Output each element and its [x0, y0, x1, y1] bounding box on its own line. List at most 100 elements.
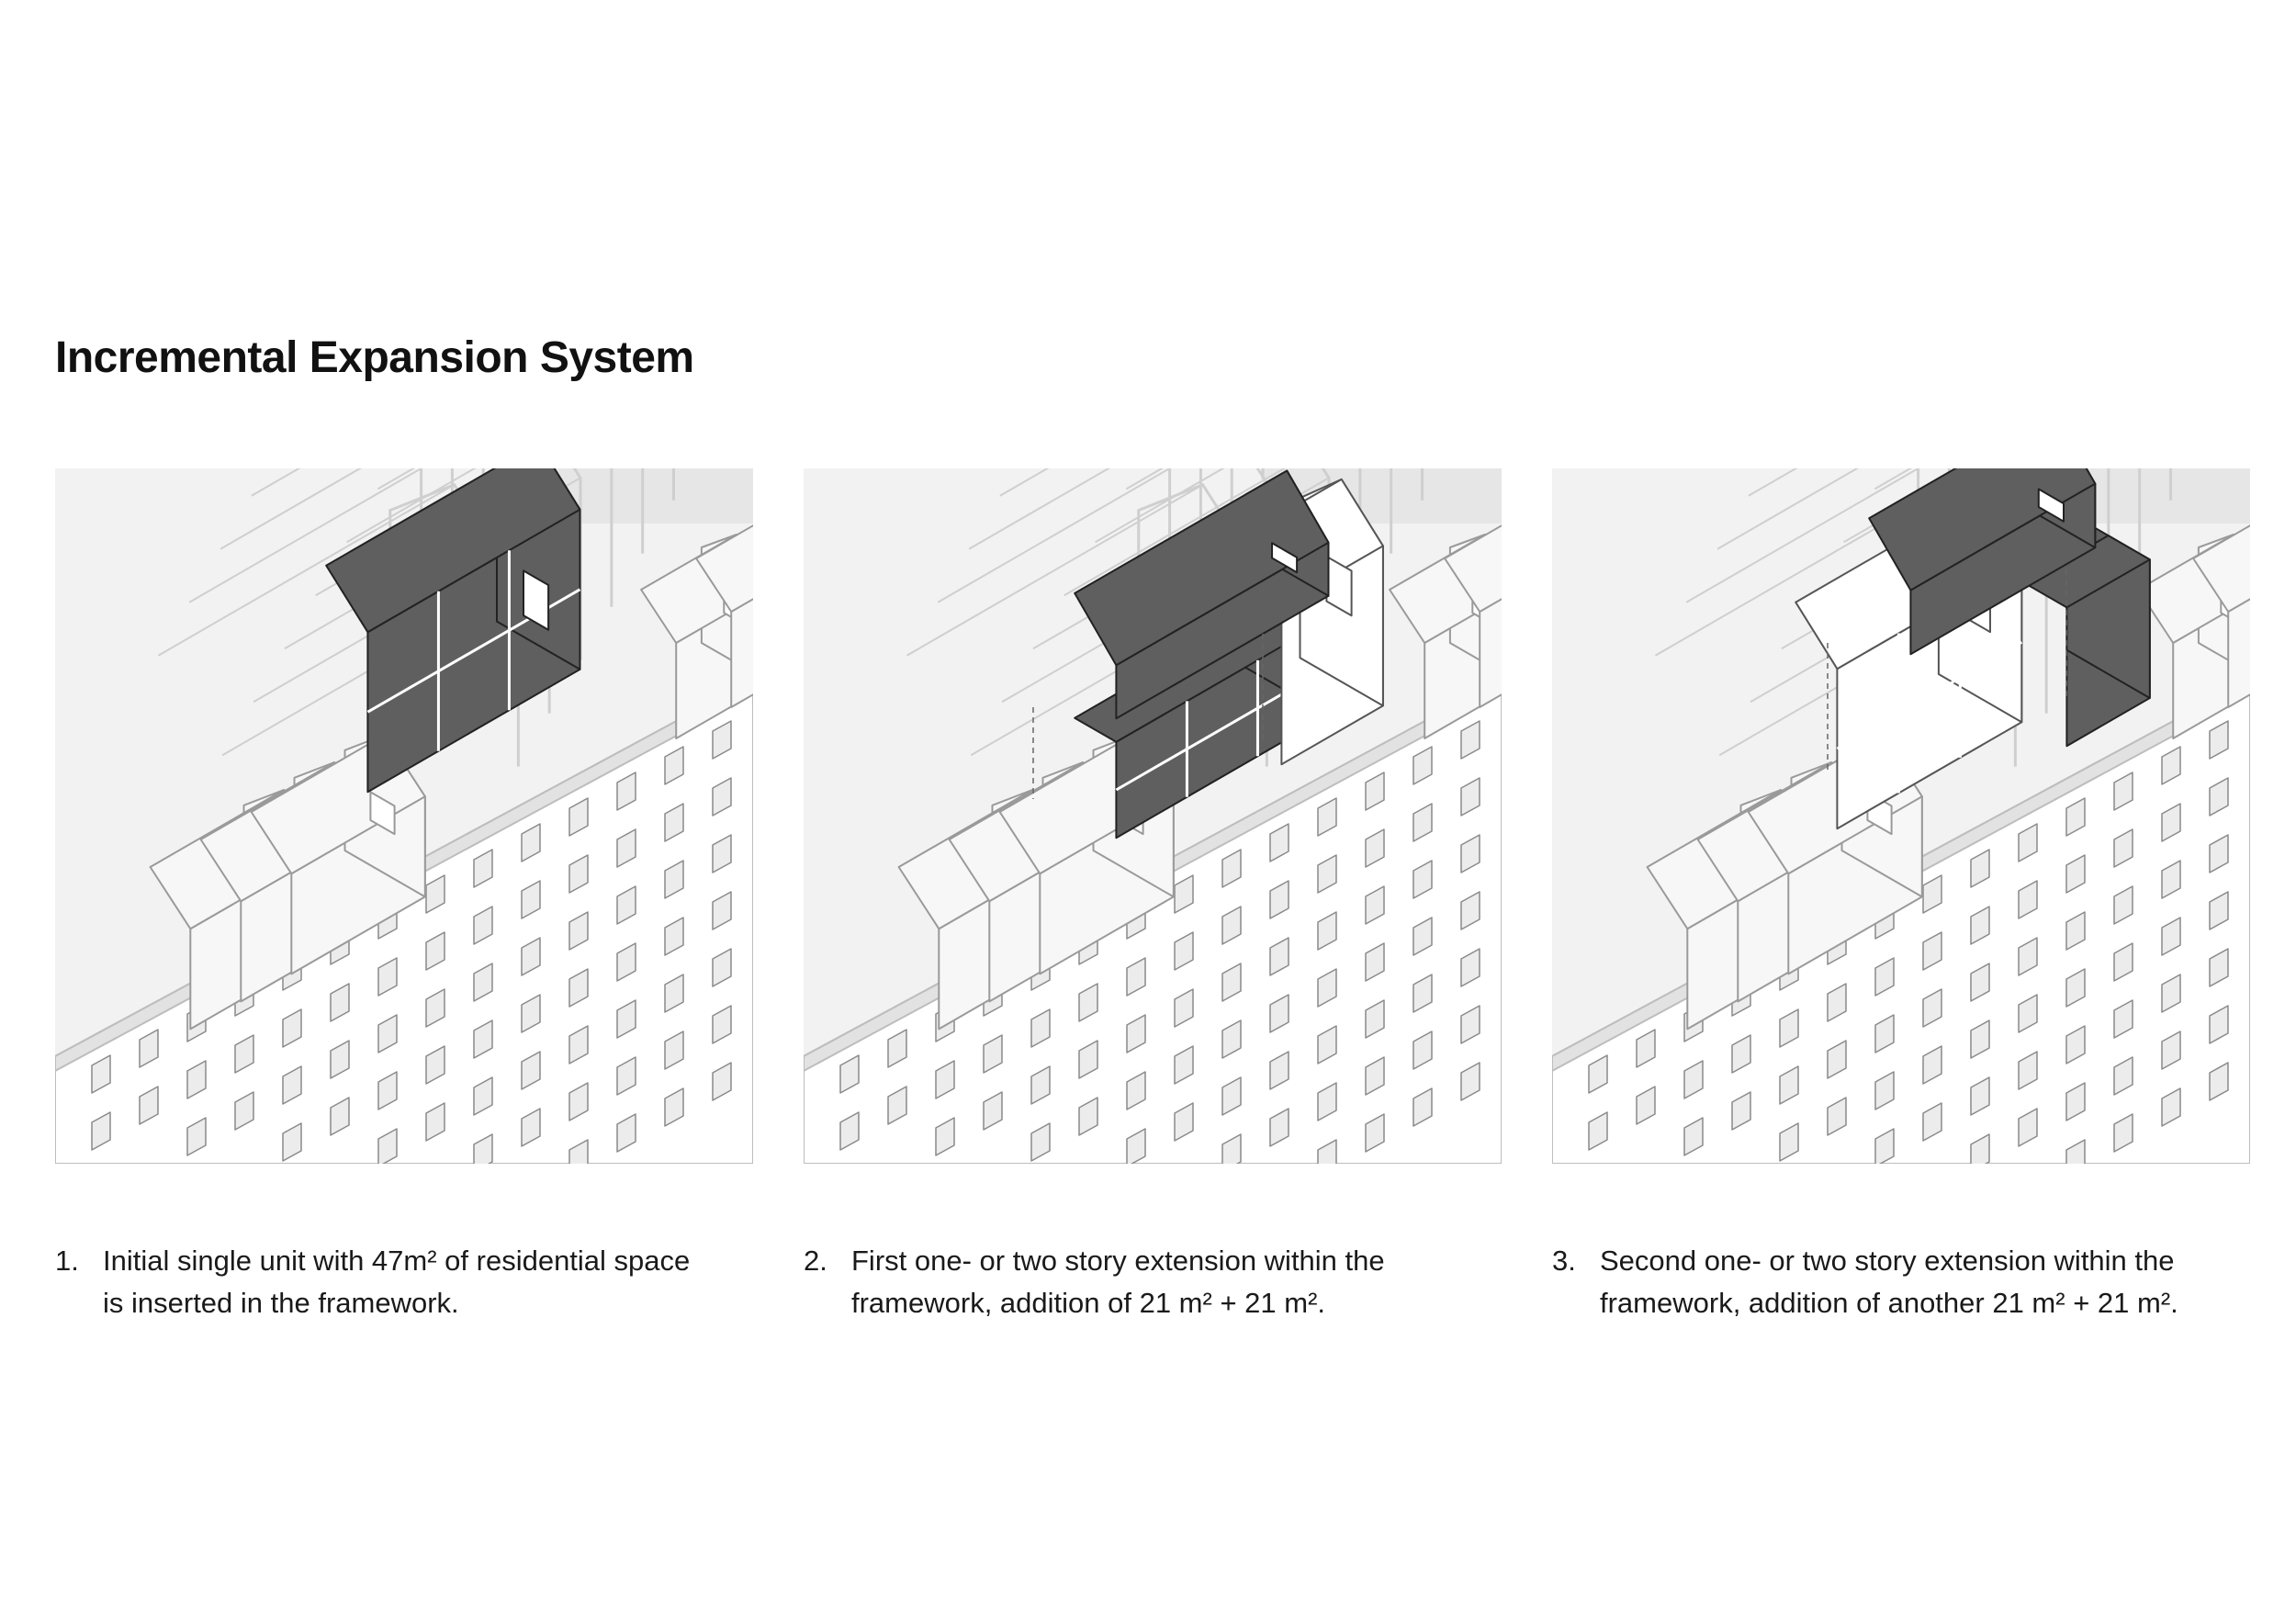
facade-window: [1412, 860, 1433, 899]
facade-window: [234, 1034, 254, 1074]
facade-window: [1221, 963, 1242, 1002]
facade-window: [712, 777, 732, 817]
facade-window: [91, 1054, 111, 1094]
facade-window: [1078, 1040, 1098, 1079]
facade-window: [2209, 1005, 2229, 1044]
facade-window: [1365, 828, 1385, 868]
page-title: Incremental Expansion System: [55, 333, 694, 382]
facade-window: [1412, 746, 1433, 785]
facade-window: [282, 1065, 302, 1105]
facade-window: [1827, 983, 1847, 1022]
facade-window: [2018, 1108, 2038, 1147]
facade-window: [1174, 874, 1194, 914]
facade-window: [1365, 885, 1385, 925]
facade-window: [473, 906, 493, 945]
facade-window: [1078, 1097, 1098, 1136]
window-icon: [1271, 542, 1299, 574]
neighbour-house: [2192, 524, 2250, 708]
facade-window: [2113, 885, 2133, 925]
neighbour-house: [1444, 524, 1502, 708]
diagram-panel-3: [1552, 468, 2250, 1164]
facade-window: [1365, 772, 1385, 811]
facade-window: [1078, 983, 1098, 1022]
front-wall: [1479, 598, 1502, 708]
front-wall: [730, 598, 753, 708]
facade-window: [1922, 988, 1942, 1028]
facade-window: [616, 772, 636, 811]
unit-roof-lifted: [1868, 468, 2097, 656]
facade-window: [1269, 1051, 1289, 1090]
facade-window: [2018, 1051, 2038, 1090]
facade-window: [712, 1062, 732, 1101]
facade-window: [1365, 942, 1385, 982]
roof-slope: [2024, 535, 2151, 609]
facade-window: [2065, 911, 2086, 951]
facade-window: [473, 1076, 493, 1116]
facade-window: [1412, 917, 1433, 956]
assembly-guides: [1827, 569, 2067, 772]
facade-window: [1317, 911, 1337, 951]
facade-window: [1365, 999, 1385, 1039]
facade-window: [1030, 1065, 1051, 1105]
facade-window: [1174, 1045, 1194, 1085]
facade-window: [568, 854, 589, 894]
facade-window: [2161, 1087, 2181, 1127]
front-wall: [2227, 598, 2250, 708]
facade-window: [1922, 1045, 1942, 1085]
facade-window: [186, 1060, 207, 1099]
facade-window: [712, 834, 732, 873]
isometric-diagram-2: [804, 468, 1502, 1164]
facade-window: [1317, 1082, 1337, 1121]
facade-window: [2113, 999, 2133, 1039]
facade-window: [2018, 823, 2038, 862]
facade-window: [616, 885, 636, 925]
facade-window: [1412, 1031, 1433, 1070]
step-text-line2: framework, addition of 21 m² + 21 m².: [851, 1287, 1326, 1319]
facade-window: [712, 891, 732, 930]
facade-window: [1970, 963, 1990, 1002]
facade-window: [1030, 1008, 1051, 1048]
facade-window: [282, 1122, 302, 1162]
facade-window: [1460, 834, 1480, 873]
window-icon: [369, 791, 396, 836]
frame-gable: [1230, 468, 1362, 607]
assembly-guides: [1032, 634, 1264, 799]
facade-window: [1221, 1076, 1242, 1116]
facade-window: [1221, 1019, 1242, 1059]
frame-gable: [481, 468, 613, 607]
facade-window: [1221, 906, 1242, 945]
facade-window: [2065, 1082, 2086, 1121]
facade-window: [664, 803, 684, 842]
facade-window: [616, 1113, 636, 1153]
facade-window: [712, 720, 732, 760]
facade-window: [1126, 957, 1146, 997]
facade-window: [2113, 1056, 2133, 1096]
facade-window: [2209, 777, 2229, 817]
facade-window: [473, 1133, 493, 1164]
facade-window: [2209, 891, 2229, 930]
facade-window: [2113, 942, 2133, 982]
facade-window: [935, 1117, 955, 1156]
frame-ridge: [219, 468, 363, 550]
facade-window: [1174, 988, 1194, 1028]
facade-window: [2065, 1025, 2086, 1064]
step-caption-1: 1. Initial single unit with 47m² of resi…: [55, 1240, 753, 1324]
facade-window: [1874, 1128, 1895, 1164]
facade-window: [425, 874, 445, 914]
facade-window: [568, 1139, 589, 1164]
facade-window: [1221, 1133, 1242, 1164]
facade-window: [1317, 797, 1337, 837]
facade-window: [2161, 746, 2181, 785]
facade-window: [521, 1108, 541, 1147]
facade-window: [521, 994, 541, 1033]
facade-window: [712, 1005, 732, 1044]
facade-window: [425, 931, 445, 971]
step-text-line1: Second one- or two story extension withi…: [1600, 1245, 2175, 1277]
isometric-diagram-3: [1552, 468, 2250, 1164]
facade-window: [1874, 1071, 1895, 1110]
step-caption-3: 3. Second one- or two story extension wi…: [1552, 1240, 2250, 1324]
facade-window: [473, 963, 493, 1002]
facade-window: [282, 1008, 302, 1048]
facade-window: [1317, 1139, 1337, 1164]
step-text-line1: Initial single unit with 47m² of residen…: [103, 1245, 691, 1277]
